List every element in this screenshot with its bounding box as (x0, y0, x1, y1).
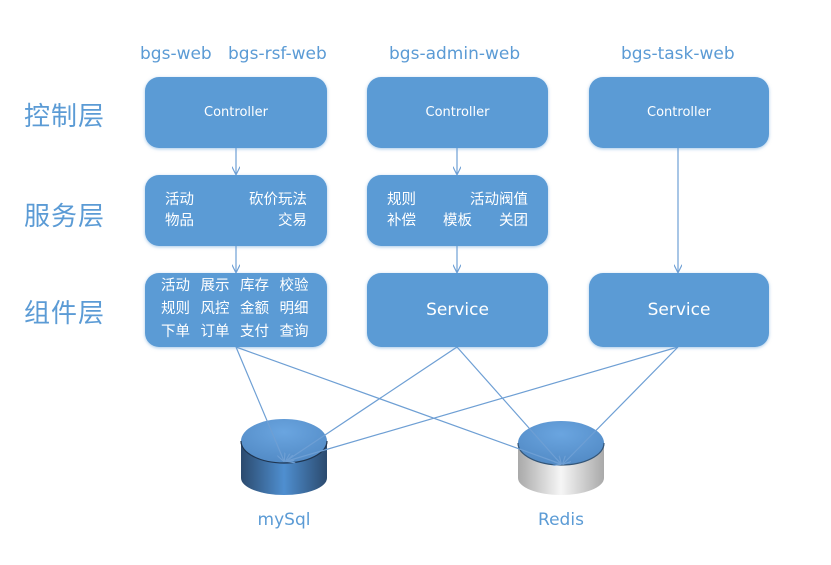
component-box-bgs-admin-web[interactable]: Service (367, 273, 548, 347)
controller-box-bgs-web[interactable]: Controller (145, 77, 327, 148)
controller-label: Controller (425, 105, 490, 120)
app-label-bgs-admin-web: bgs-admin-web (389, 44, 521, 64)
layer-label-component: 组件层 (24, 299, 106, 329)
controller-label: Controller (647, 105, 711, 120)
service-item: 规则 (387, 192, 416, 208)
component-item: 风控 (200, 301, 230, 317)
link-col3-to-redis (563, 346, 679, 464)
layer-label-service: 服务层 (24, 202, 106, 232)
component-box-bgs-web[interactable]: 活动 展示 库存 校验 规则 风控 金额 明细 下单 订单 支付 查询 (145, 273, 327, 347)
component-item: 明细 (279, 301, 309, 317)
database-label-redis: Redis (538, 510, 584, 530)
layer-label-control: 控制层 (24, 102, 106, 132)
link-col2-to-mysql (286, 346, 458, 461)
component-item: 查询 (279, 324, 309, 340)
service-item: 补偿 (387, 213, 416, 229)
component-item: 展示 (200, 278, 230, 294)
redis-cylinder-icon (517, 421, 605, 495)
service-item: 交易 (278, 213, 307, 229)
link-col3-to-mysql (287, 346, 679, 461)
link-col2-to-redis (456, 346, 561, 464)
service-label: Service (647, 300, 711, 320)
link-col1-to-mysql (235, 346, 284, 461)
controller-box-bgs-admin-web[interactable]: Controller (367, 77, 548, 148)
service-box-bgs-web[interactable]: 活动 砍价玩法 物品 交易 (145, 175, 327, 246)
app-label-bgs-web: bgs-web (140, 44, 212, 64)
service-box-bgs-admin-web[interactable]: 规则 活动阀值 补偿 模板 关团 (367, 175, 548, 246)
service-item: 关团 (499, 213, 528, 229)
service-item: 物品 (165, 213, 194, 229)
component-item: 下单 (161, 324, 190, 340)
component-box-bgs-task-web[interactable]: Service (589, 273, 769, 347)
mysql-cylinder-icon (240, 419, 328, 495)
component-item: 库存 (240, 278, 269, 294)
component-item: 支付 (240, 324, 269, 340)
component-item: 规则 (161, 301, 190, 317)
link-col1-to-redis (235, 346, 561, 464)
controller-box-bgs-task-web[interactable]: Controller (589, 77, 769, 148)
service-item: 活动 (165, 192, 194, 208)
component-item: 订单 (200, 324, 230, 340)
service-item: 模板 (443, 213, 472, 229)
service-label: Service (426, 300, 489, 320)
component-item: 活动 (161, 278, 190, 294)
component-item: 金额 (240, 301, 269, 317)
controller-label: Controller (204, 105, 268, 120)
database-label-mysql: mySql (257, 510, 311, 530)
service-item: 活动阀值 (470, 192, 528, 208)
service-item: 砍价玩法 (249, 192, 307, 208)
component-item: 校验 (279, 278, 309, 294)
app-label-bgs-rsf-web: bgs-rsf-web (228, 44, 327, 64)
app-label-bgs-task-web: bgs-task-web (621, 44, 735, 64)
